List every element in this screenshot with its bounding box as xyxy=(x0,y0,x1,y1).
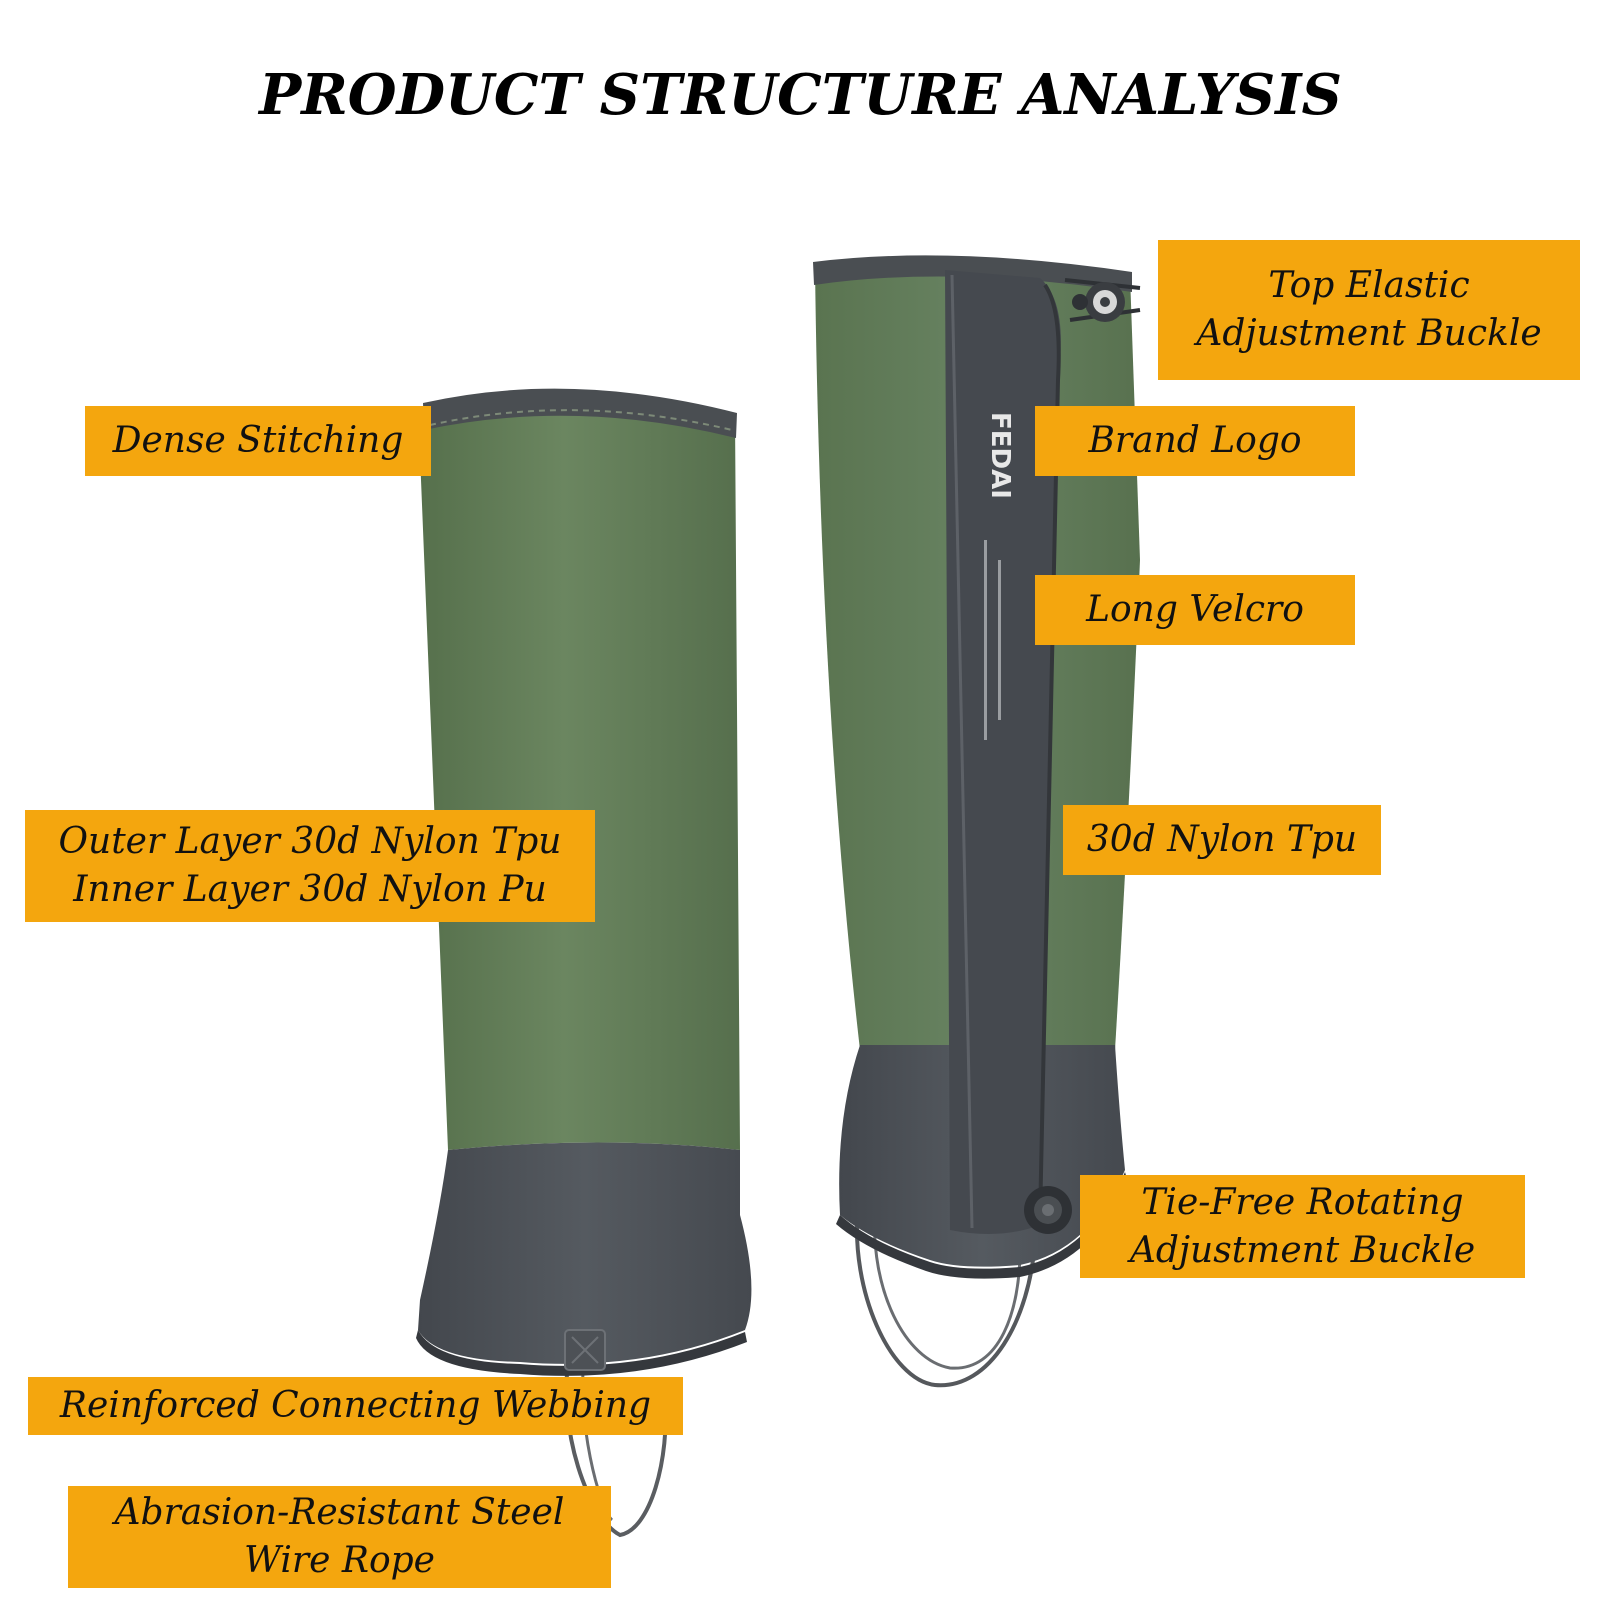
label-line: Tie-Free Rotating xyxy=(1141,1181,1464,1223)
label-long-velcro: Long Velcro xyxy=(1035,575,1355,645)
rotating-buckle xyxy=(1024,1186,1072,1234)
label-top-elastic-buckle: Top Elastic Adjustment Buckle xyxy=(1158,240,1580,380)
label-webbing: Reinforced Connecting Webbing xyxy=(28,1377,683,1435)
label-text: Dense Stitching xyxy=(112,420,404,461)
label-line: Adjustment Buckle xyxy=(1129,1229,1476,1271)
page-title: PRODUCT STRUCTURE ANALYSIS xyxy=(259,62,1342,128)
left-gaiter-upper xyxy=(420,392,740,1151)
label-brand-logo: Brand Logo xyxy=(1035,406,1355,476)
brand-logo-text: FEDAI xyxy=(985,412,1015,499)
label-dense-stitching: Dense Stitching xyxy=(85,406,431,476)
top-buckle xyxy=(1064,278,1141,322)
label-rotating-buckle: Tie-Free Rotating Adjustment Buckle xyxy=(1080,1175,1525,1278)
label-text: 30d Nylon Tpu xyxy=(1086,819,1358,860)
label-wire-rope: Abrasion-Resistant Steel Wire Rope xyxy=(68,1486,611,1588)
right-wire-rope xyxy=(855,1207,1037,1388)
label-line: Outer Layer 30d Nylon Tpu xyxy=(58,821,562,862)
label-layers: Outer Layer 30d Nylon Tpu Inner Layer 30… xyxy=(25,810,595,922)
label-text: Reinforced Connecting Webbing xyxy=(59,1385,652,1426)
label-line: Inner Layer 30d Nylon Pu xyxy=(73,869,547,910)
label-text: Long Velcro xyxy=(1086,589,1304,630)
label-line: Abrasion-Resistant Steel xyxy=(114,1492,565,1533)
label-nylon-tpu: 30d Nylon Tpu xyxy=(1063,805,1381,875)
left-gaiter xyxy=(416,388,752,1538)
right-velcro-strip xyxy=(945,270,1061,1234)
label-line: Adjustment Buckle xyxy=(1196,313,1542,354)
label-line: Wire Rope xyxy=(244,1540,435,1581)
label-line: Top Elastic xyxy=(1268,265,1470,306)
left-top-hem xyxy=(423,388,737,438)
label-text: Brand Logo xyxy=(1088,420,1302,461)
left-gaiter-lower xyxy=(418,1142,752,1364)
